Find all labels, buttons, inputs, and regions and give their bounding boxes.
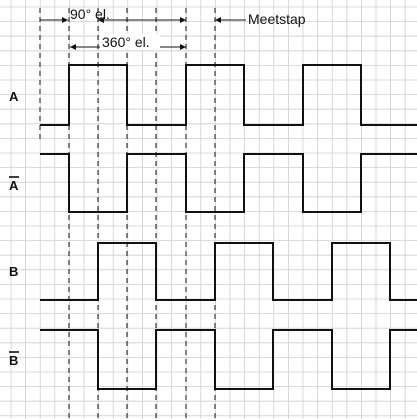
waveform-b-inverted — [40, 329, 417, 390]
waveform-a-inverted — [40, 153, 417, 213]
signal-label-a-inverted: A — [9, 178, 19, 193]
measuring-step-marker: Meetstap — [215, 11, 306, 27]
waveform-b — [40, 242, 417, 301]
dimension-90-marker: 90° el. — [40, 6, 186, 23]
phase-90-label: 90° el. — [70, 6, 110, 22]
signal-label-b: B — [9, 264, 18, 279]
dimension-360-marker: 360° el. — [70, 34, 186, 50]
signal-label-b-inverted: B — [9, 353, 18, 368]
period-360-label: 360° el. — [102, 34, 150, 50]
label-backdrop — [100, 34, 160, 50]
measuring-step-label: Meetstap — [248, 11, 306, 27]
signal-label-a: A — [9, 89, 19, 104]
waveform-a — [40, 64, 417, 126]
